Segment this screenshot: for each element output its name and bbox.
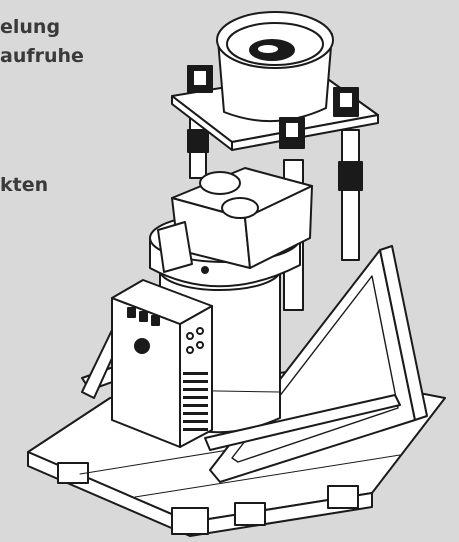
cabinet-controls: [128, 308, 159, 353]
housing-flange: [158, 222, 192, 272]
pallet-foot-3: [235, 503, 265, 525]
nut-front-face: [285, 122, 299, 138]
drive-housing: [158, 168, 312, 273]
text-fragment-1: elung: [0, 16, 61, 38]
housing-side: [245, 186, 312, 268]
hopper-content-highlight: [258, 45, 278, 53]
nut-left-face: [193, 70, 207, 86]
pallet-foot-4: [328, 486, 358, 508]
top-nuts: [188, 66, 358, 148]
cabinet-switch-1: [128, 308, 135, 317]
column-left-collar: [188, 130, 208, 152]
side-plate-edge: [380, 246, 427, 420]
cabinet-switch-2: [140, 312, 147, 321]
control-cabinet: [112, 280, 212, 447]
housing-bolt: [202, 267, 208, 273]
housing-cap-left: [200, 172, 240, 194]
column-rear: [342, 130, 359, 260]
cabinet-knob: [135, 339, 149, 353]
hopper: [217, 12, 333, 121]
cabinet-switch-3: [152, 316, 159, 325]
pallet-foot-2: [172, 508, 208, 534]
text-fragment-3: kten: [0, 174, 49, 196]
column-rear-collar: [339, 162, 362, 190]
housing-cap-right: [222, 198, 258, 218]
text-fragment-2: aufruhe: [0, 45, 84, 67]
pallet-board-line-2: [135, 455, 400, 497]
nut-right-face: [339, 92, 353, 108]
cabinet-side: [180, 306, 212, 447]
cabinet-ports: [187, 328, 203, 353]
frame-rail-front: [205, 395, 400, 450]
cabinet-vents: [183, 372, 208, 431]
